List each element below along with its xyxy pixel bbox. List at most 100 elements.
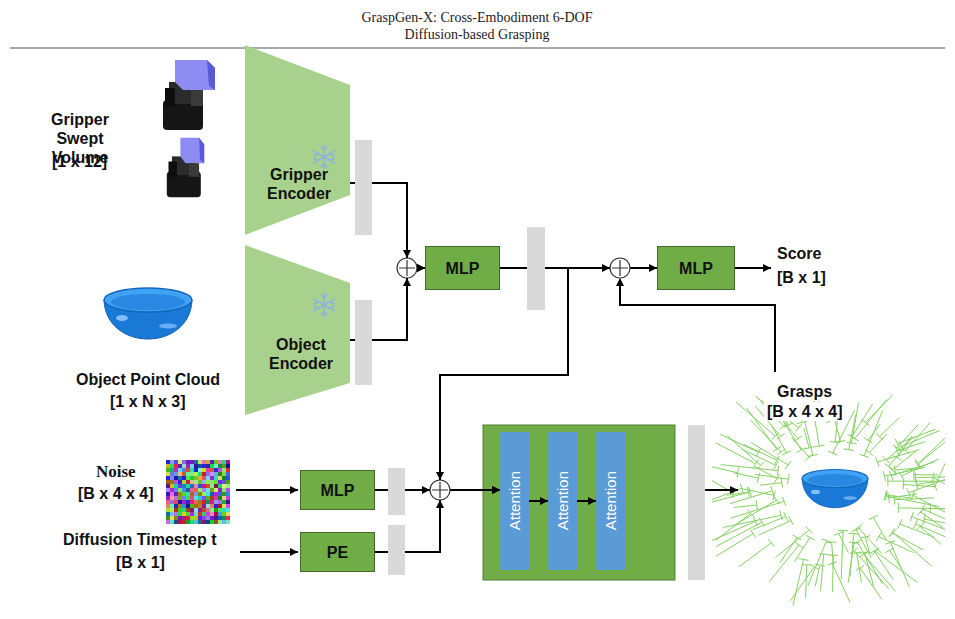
line-shape (777, 434, 785, 440)
line-shape (884, 467, 925, 476)
rect-shape (214, 508, 218, 512)
rect-shape (210, 464, 214, 468)
rect-shape (218, 500, 222, 504)
line-shape (915, 476, 945, 478)
rect-shape (222, 472, 226, 476)
rect-shape (174, 512, 178, 516)
line-shape (848, 434, 857, 439)
rect-shape (222, 500, 226, 504)
line-shape (815, 419, 820, 446)
rect-shape (198, 476, 202, 480)
rect-shape (206, 492, 210, 496)
rect-shape (210, 500, 214, 504)
rect-shape (198, 464, 202, 468)
circle-shape (610, 258, 630, 278)
node-label: Gripper Encoder (257, 165, 341, 203)
line-shape (902, 431, 940, 447)
page-title: GraspGen-X: Cross-Embodiment 6-DOF Diffu… (352, 9, 602, 43)
line-shape (869, 515, 878, 519)
rect-shape (218, 504, 222, 508)
rect-shape (182, 504, 186, 508)
rect-shape (226, 488, 230, 492)
rect-shape (202, 476, 206, 480)
attention-block: Attention (500, 432, 529, 570)
line-shape (860, 536, 870, 538)
rect-shape (194, 476, 198, 480)
line-shape (799, 559, 809, 561)
rect-shape (170, 492, 174, 496)
rect-shape (210, 504, 214, 508)
rect-shape (182, 500, 186, 504)
line-shape (793, 535, 802, 540)
path-shape (314, 293, 335, 317)
rect-shape (190, 516, 194, 520)
mlp-box: MLP (657, 246, 735, 290)
rect-shape (166, 512, 170, 516)
polygon-shape (436, 500, 444, 508)
rect-shape (210, 460, 214, 464)
rect-shape (186, 492, 190, 496)
rect-shape (218, 484, 222, 488)
line-shape (769, 545, 799, 582)
polygon-shape (403, 278, 411, 286)
line-shape (887, 476, 888, 486)
frozen-icon (314, 145, 335, 317)
rect-shape (214, 520, 218, 524)
trapezoid-shape (245, 45, 350, 235)
rect-shape (206, 508, 210, 512)
rect-shape (210, 492, 214, 496)
rect-shape (190, 480, 194, 484)
gripper-image (167, 138, 204, 198)
rect-shape (174, 488, 178, 492)
line-shape (895, 439, 899, 448)
line-shape (910, 512, 913, 521)
rect-shape (222, 492, 226, 496)
line-shape (773, 491, 775, 501)
line-shape (849, 542, 859, 543)
io-label: [B x 1] (777, 268, 826, 287)
line-shape (855, 400, 887, 439)
rect-shape (210, 512, 214, 516)
rect-shape (190, 512, 194, 516)
line-shape (785, 461, 791, 469)
rect-shape (206, 488, 210, 492)
line-shape (753, 517, 786, 530)
rect-shape (190, 508, 194, 512)
rect-shape (174, 460, 178, 464)
line-shape (828, 562, 837, 566)
rect-shape (198, 472, 202, 476)
rect-shape (226, 504, 230, 508)
line-shape (918, 438, 945, 463)
rect-shape (226, 520, 230, 524)
rect-shape (190, 468, 194, 472)
rect-shape (169, 162, 178, 177)
path-shape (314, 145, 335, 169)
rect-shape (182, 480, 186, 484)
rect-shape (198, 480, 202, 484)
rect-shape (178, 516, 182, 520)
rect-shape (222, 520, 226, 524)
rect-shape (214, 468, 218, 472)
node-label: MLP (321, 481, 355, 500)
rect-shape (182, 508, 186, 512)
rect-shape (210, 476, 214, 480)
line-shape (903, 480, 905, 490)
rect-shape (166, 480, 170, 484)
rect-shape (206, 496, 210, 500)
rect-shape (191, 90, 203, 106)
polygon-shape (207, 60, 215, 90)
rect-shape (218, 492, 222, 496)
bowl-image (104, 288, 192, 339)
line-shape (777, 449, 785, 455)
line-shape (856, 565, 865, 570)
rect-shape (198, 508, 202, 512)
line-shape (789, 516, 794, 525)
rect-shape (210, 516, 214, 520)
line-shape (821, 554, 824, 591)
rect-shape (198, 460, 202, 464)
output-arrow (735, 267, 771, 269)
rect-shape (218, 468, 222, 472)
rect-shape (186, 460, 190, 464)
